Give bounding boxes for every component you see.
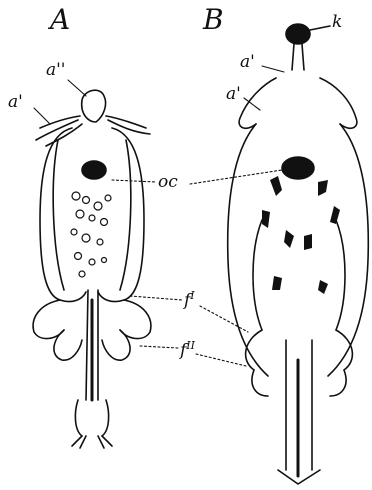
panel-a-label: A — [50, 6, 70, 34]
label-f-2-sup: II — [186, 339, 195, 352]
label-a-double-prime-left: a'' — [46, 62, 65, 79]
leader-lines — [112, 170, 282, 366]
specimen-a-drawing — [33, 90, 151, 448]
specimen-b-drawing — [228, 24, 369, 484]
label-f-2: fII — [180, 340, 195, 360]
label-oc: oc — [158, 174, 178, 191]
label-a-prime-left: a' — [8, 94, 23, 111]
label-a-prime-right-low: a' — [226, 86, 241, 103]
label-f-1: fI — [184, 290, 195, 310]
panel-b-label: B — [203, 6, 224, 34]
label-k: k — [332, 14, 342, 31]
label-a-prime-right-top: a' — [240, 54, 255, 71]
label-f-1-sup: I — [190, 289, 194, 302]
label-ticks — [34, 66, 284, 124]
